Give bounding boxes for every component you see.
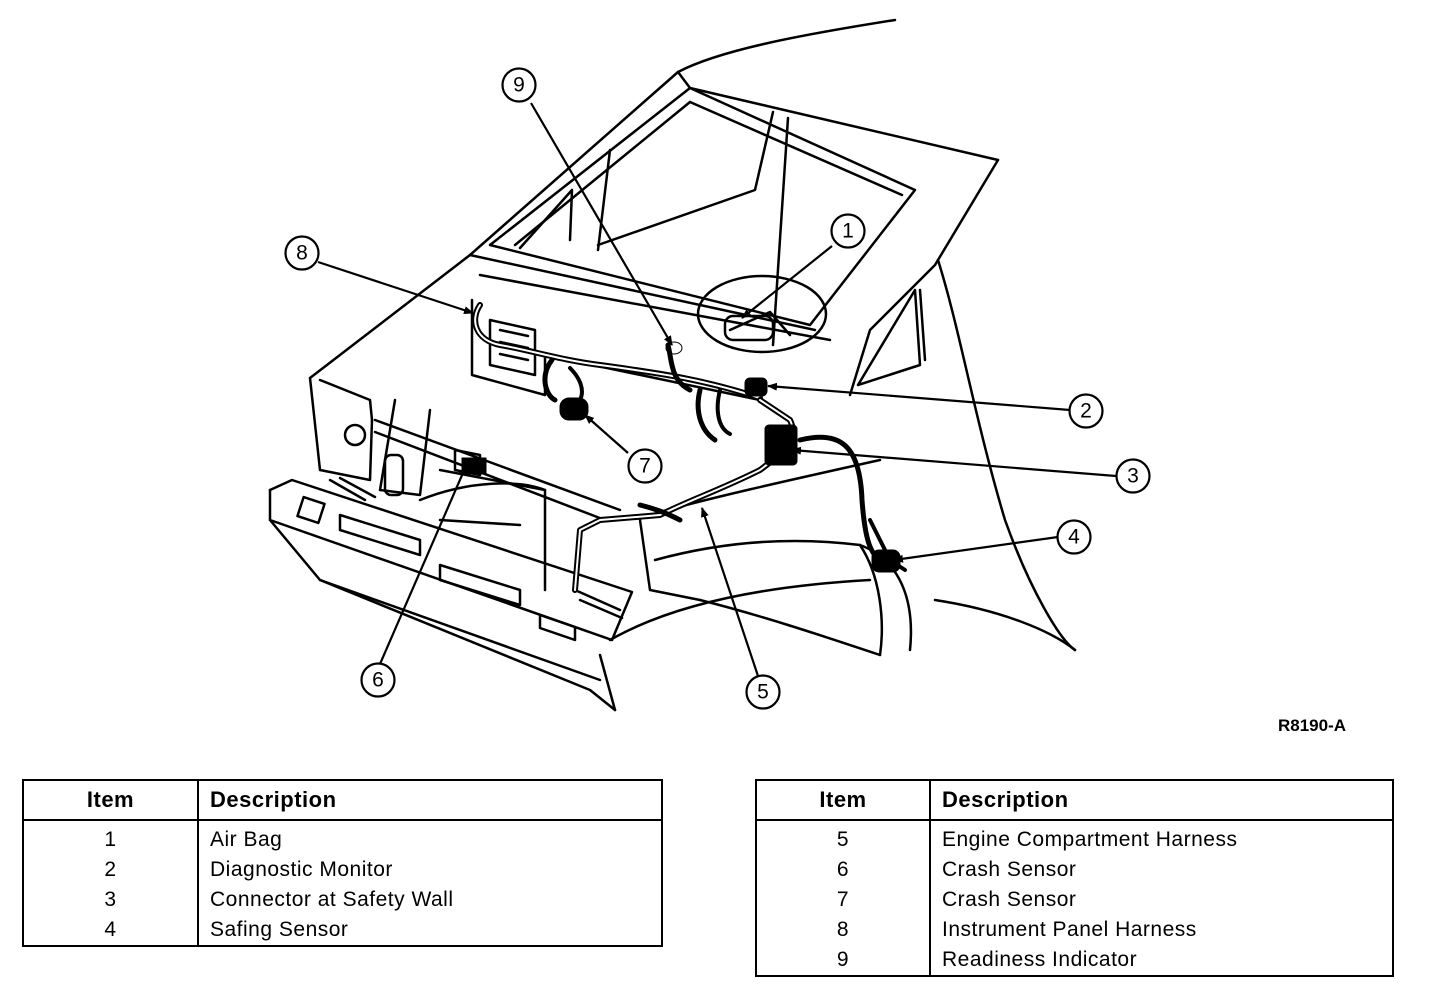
item-number: 4 xyxy=(23,915,199,946)
table-row: 3 Connector at Safety Wall xyxy=(23,885,662,915)
callout-number: 6 xyxy=(372,669,384,692)
item-number: 3 xyxy=(23,885,199,915)
item-description: Engine Compartment Harness xyxy=(942,828,1238,851)
legend-header-row: Item Description xyxy=(23,780,662,821)
airbag-wiring-harness xyxy=(461,302,907,593)
item-number: 5 xyxy=(756,820,931,855)
item-number: 9 xyxy=(756,945,931,976)
callout-number: 4 xyxy=(1068,526,1080,549)
leader-line-2 xyxy=(767,382,1071,412)
callout-leaders xyxy=(317,102,1117,677)
table-row: 9 Readiness Indicator xyxy=(756,945,1393,976)
item-number: 7 xyxy=(756,885,931,915)
item-number: 6 xyxy=(756,855,931,885)
table-row: 4 Safing Sensor xyxy=(23,915,662,946)
legend-table-left: Item Description 1 Air Bag 2 Diagnostic … xyxy=(22,779,663,947)
item-description: Crash Sensor xyxy=(942,888,1077,911)
item-column-header: Item xyxy=(756,780,931,821)
description-column-header: Description xyxy=(198,780,662,821)
callout-number: 5 xyxy=(757,681,769,704)
callout-number: 7 xyxy=(639,455,651,478)
item-description: Safing Sensor xyxy=(210,918,349,941)
leader-line-4 xyxy=(893,535,1059,563)
leader-line-8 xyxy=(317,260,474,315)
item-description: Diagnostic Monitor xyxy=(210,858,393,881)
item-column-header: Item xyxy=(23,780,199,821)
item-description: Connector at Safety Wall xyxy=(210,888,454,911)
legend-header-row: Item Description xyxy=(756,780,1393,821)
leader-line-3 xyxy=(791,446,1117,478)
table-row: 7 Crash Sensor xyxy=(756,885,1393,915)
item-number: 2 xyxy=(23,855,199,885)
callout-2: 2 xyxy=(1068,393,1104,429)
callout-number: 9 xyxy=(513,74,525,97)
leader-line-6 xyxy=(378,465,468,665)
callout-4: 4 xyxy=(1056,519,1092,555)
item-description: Crash Sensor xyxy=(942,858,1077,881)
item-number: 8 xyxy=(756,915,931,945)
item-description: Instrument Panel Harness xyxy=(942,918,1197,941)
vehicle-body-lineart xyxy=(268,18,1077,712)
description-column-header: Description xyxy=(930,780,1393,821)
leader-line-1 xyxy=(741,245,833,319)
leader-line-5 xyxy=(700,507,760,677)
item-description: Air Bag xyxy=(210,828,283,851)
callout-7: 7 xyxy=(627,448,663,484)
legend-table-right: Item Description 5 Engine Compartment Ha… xyxy=(755,779,1394,977)
table-row: 2 Diagnostic Monitor xyxy=(23,855,662,885)
callout-8: 8 xyxy=(284,235,320,271)
leader-line-7 xyxy=(584,414,629,454)
callout-number: 3 xyxy=(1127,465,1139,488)
callout-6: 6 xyxy=(360,662,396,698)
callout-9: 9 xyxy=(501,67,537,103)
table-row: 1 Air Bag xyxy=(23,820,662,855)
figure-reference-code: R8190-A xyxy=(1278,716,1347,735)
callout-3: 3 xyxy=(1115,458,1151,494)
table-row: 6 Crash Sensor xyxy=(756,855,1393,885)
callout-number: 2 xyxy=(1080,400,1092,423)
item-number: 1 xyxy=(23,820,199,855)
vehicle-airbag-diagram: 1 2 3 4 5 6 7 8 9 xyxy=(268,18,1151,712)
callout-number: 1 xyxy=(842,220,854,243)
leader-line-9 xyxy=(530,102,673,346)
callout-5: 5 xyxy=(745,674,781,710)
callout-number: 8 xyxy=(296,242,308,265)
callout-1: 1 xyxy=(830,213,866,249)
table-row: 8 Instrument Panel Harness xyxy=(756,915,1393,945)
item-description: Readiness Indicator xyxy=(942,948,1138,971)
table-row: 5 Engine Compartment Harness xyxy=(756,820,1393,855)
